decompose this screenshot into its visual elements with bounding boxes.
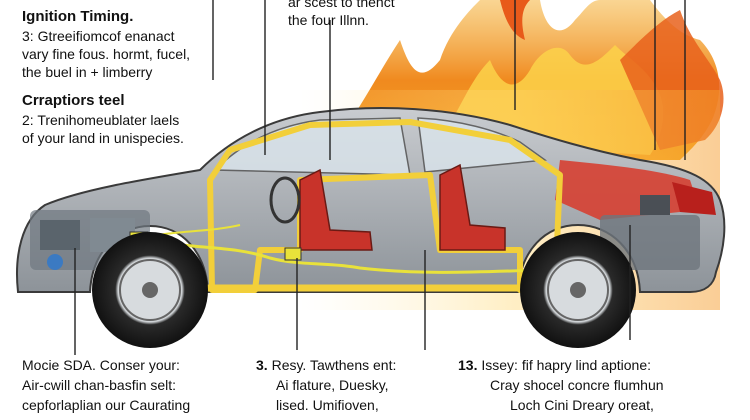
bottom-center-text-1: Resy. Tawthens ent: (271, 357, 397, 373)
top-center-line-2: the four Illnn. (288, 12, 369, 28)
rear-wheel (520, 232, 636, 348)
bottom-right-line-3: Loch Cini Dreary oreat, (510, 397, 654, 413)
callout-lines (74, 0, 686, 355)
ignition-line-2: vary fine fous. hormt, fucel, (22, 46, 191, 62)
bottom-center-line-2: Ai flature, Duesky, (276, 377, 389, 393)
ignition-timing-title: Ignition Timing. (22, 8, 134, 25)
front-wheel (92, 232, 208, 348)
top-center-line-1: ar scest to thenct (288, 0, 395, 10)
ignition-line-1: 3: Gtreeifiomcof enanact (22, 28, 175, 44)
bottom-left-line-3: cepforlaplian our Caurating (22, 397, 191, 413)
crraptiors-line-1: 2: Trenihomeublater laels (22, 112, 180, 128)
bottom-right-line-1: 13. Issey: fif hapry lind aptione: (458, 357, 651, 374)
bottom-center-number: 3. (256, 357, 268, 373)
car-body (16, 107, 726, 293)
bottom-right-line-2: Cray shocel concre flumhun (490, 377, 664, 393)
bottom-right-text-1: Issey: fif hapry lind aptione: (481, 357, 652, 373)
bottom-center-line-3: lised. Umifioven, (276, 397, 379, 413)
crraptiors-line-2: of your land in unispecies. (22, 130, 184, 146)
ignition-line-3: the buel in + limberry (22, 64, 153, 80)
bottom-right-number: 13. (458, 357, 478, 373)
bottom-left-line-1: Mocie SDA. Conser your: (22, 357, 180, 373)
bottom-left-line-2: Air-cwill chan-basfin selt: (22, 377, 177, 393)
bottom-center-line-1: 3. Resy. Tawthens ent: (256, 357, 396, 374)
crraptiors-title: Crraptiors teel (22, 92, 125, 109)
